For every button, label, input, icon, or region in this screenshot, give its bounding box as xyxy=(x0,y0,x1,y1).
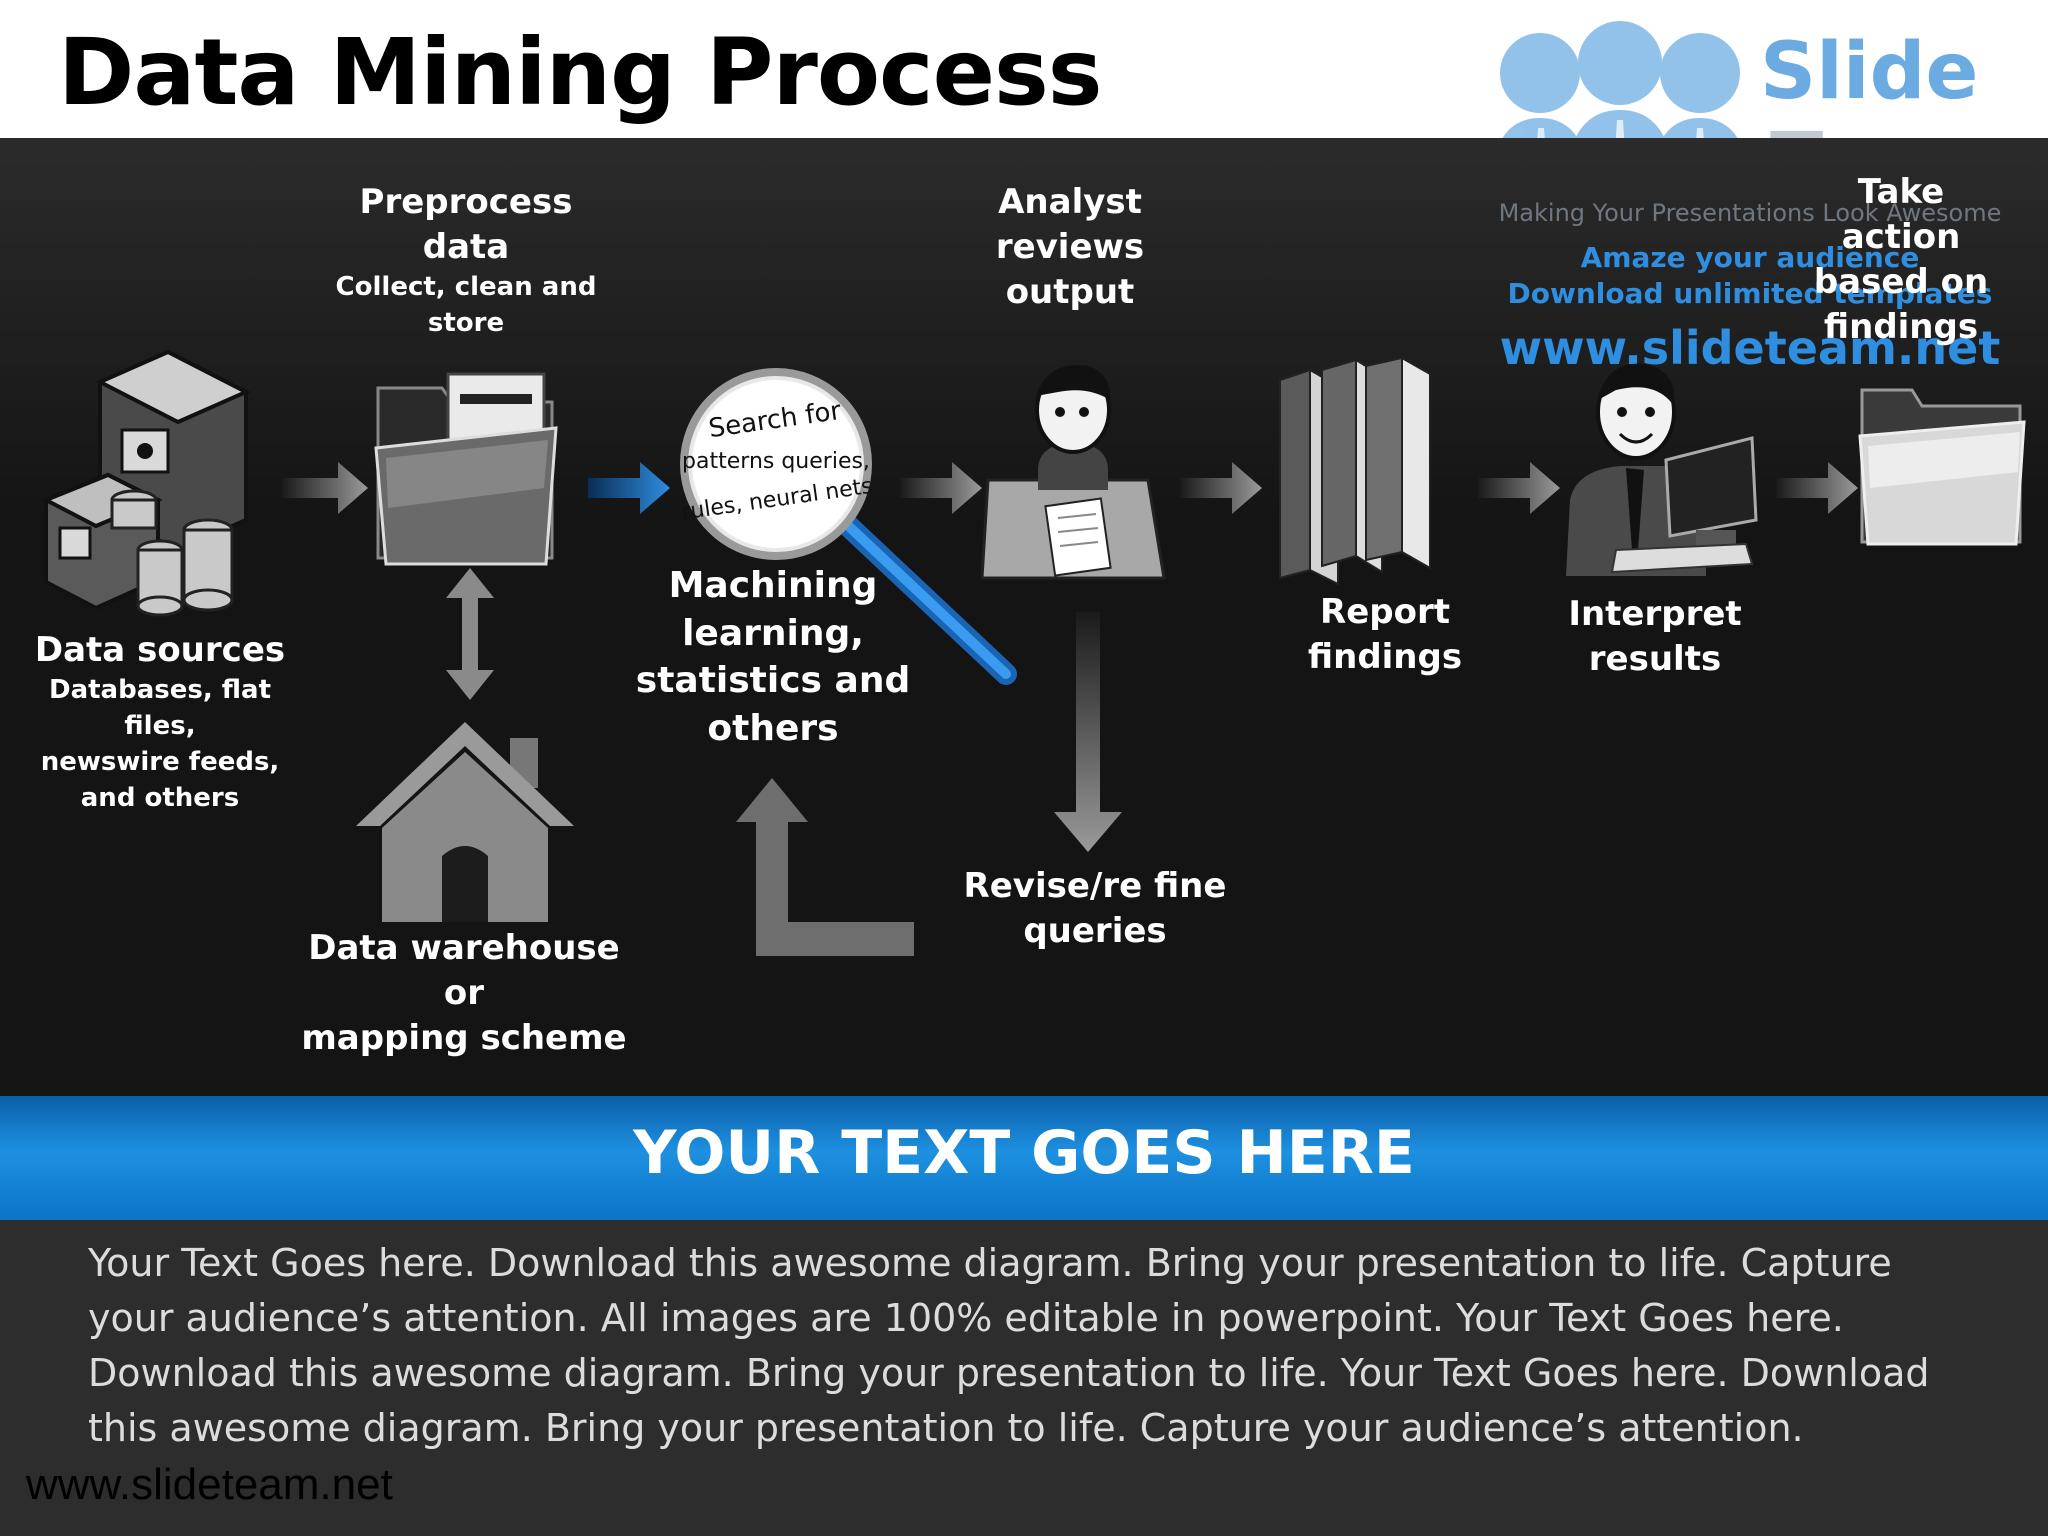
arrow-1-icon xyxy=(282,462,368,514)
warehouse-title-1: Data warehouse or xyxy=(308,928,620,1013)
document-folder-icon xyxy=(374,372,558,566)
magnifier-icon: Search for patterns queries, rules, neur… xyxy=(680,368,1017,685)
preprocess-title-2: data xyxy=(422,226,510,267)
interpret-title-1: Interpret xyxy=(1568,594,1742,634)
action-title-3: based on xyxy=(1813,261,1989,302)
report-title-2: findings xyxy=(1307,636,1463,677)
arrow-6-icon xyxy=(1776,462,1858,514)
analyst-title-1: Analyst xyxy=(998,182,1142,222)
arrows-layer xyxy=(282,462,1858,956)
house-icon xyxy=(356,722,574,922)
body-text: Your Text Goes here. Download this aweso… xyxy=(88,1241,1930,1450)
revise-title-1: Revise/re fine xyxy=(963,866,1227,906)
data-sources-sub-2: newswire feeds, xyxy=(40,746,280,777)
logo-line2: Download unlimited templates xyxy=(1507,277,1993,310)
analyst-title-2: reviews xyxy=(995,226,1145,267)
banner-heading: YOUR TEXT GOES HERE xyxy=(633,1118,1415,1188)
arrow-5-icon xyxy=(1478,462,1560,514)
preprocess-sub-1: Collect, clean and xyxy=(335,271,597,302)
filing-cabinet-icon xyxy=(41,349,251,617)
preprocess-title-1: Preprocess xyxy=(359,182,573,222)
revise-title-2: queries xyxy=(1023,910,1167,951)
diagram-panel xyxy=(0,138,2048,1096)
footer-url[interactable]: www.slideteam.net xyxy=(26,1460,393,1509)
label-report: Report findings xyxy=(1250,590,1520,680)
lens-line-2: patterns queries, xyxy=(682,449,870,474)
label-analyst: Analyst reviews output xyxy=(940,180,1200,315)
logo-line1: Amaze your audience xyxy=(1580,241,1920,274)
arrow-4-icon xyxy=(1180,462,1262,514)
label-data-sources: Data sources Databases, flat files, news… xyxy=(20,628,300,816)
heading-banner xyxy=(0,1096,2048,1220)
logo-tagline: Making Your Presentations Look Awesome xyxy=(1498,199,2002,227)
action-title-2: action xyxy=(1841,216,1961,257)
action-title-1: Take xyxy=(1857,172,1945,212)
analyst-icon xyxy=(980,365,1166,580)
double-arrow-icon xyxy=(446,568,494,700)
folder-icon xyxy=(1858,388,2026,546)
data-sources-title: Data sources xyxy=(34,630,286,670)
report-title-1: Report xyxy=(1320,592,1450,632)
label-interpret: Interpret results xyxy=(1520,592,1790,682)
machine-title-3: statistics and xyxy=(635,660,911,702)
logo-url: www.slideteam.net xyxy=(1499,321,2001,375)
page-title: Data Mining Process xyxy=(58,19,1102,126)
books-icon xyxy=(1279,356,1431,586)
data-sources-sub-3: and others xyxy=(80,782,240,813)
label-warehouse: Data warehouse or mapping scheme xyxy=(284,926,644,1061)
label-revise: Revise/re fine queries xyxy=(940,864,1250,954)
text-box xyxy=(0,1220,2048,1536)
machine-title-4: others xyxy=(707,707,839,749)
label-preprocess: Preprocess data Collect, clean and store xyxy=(316,180,616,342)
label-action: Take action based on findings xyxy=(1806,170,1996,350)
arrow-3-icon xyxy=(900,462,982,514)
down-arrow-icon xyxy=(1054,612,1122,852)
machine-title-1: Machining xyxy=(668,565,878,606)
machine-title-2: learning, xyxy=(682,612,864,654)
action-title-4: findings xyxy=(1823,306,1979,347)
interpret-title-2: results xyxy=(1588,638,1722,679)
data-sources-sub-1: Databases, flat files, xyxy=(48,674,271,741)
warehouse-title-2: mapping scheme xyxy=(301,1017,627,1058)
person-computer-icon xyxy=(1566,363,1758,576)
analyst-title-3: output xyxy=(1005,271,1135,312)
label-machine-learning: Machining learning, statistics and other… xyxy=(628,562,918,752)
arrow-2-icon xyxy=(588,462,670,514)
logo-brand-top: Slide xyxy=(1760,27,1978,117)
preprocess-sub-2: store xyxy=(427,307,505,338)
return-arrow-icon xyxy=(736,778,914,956)
